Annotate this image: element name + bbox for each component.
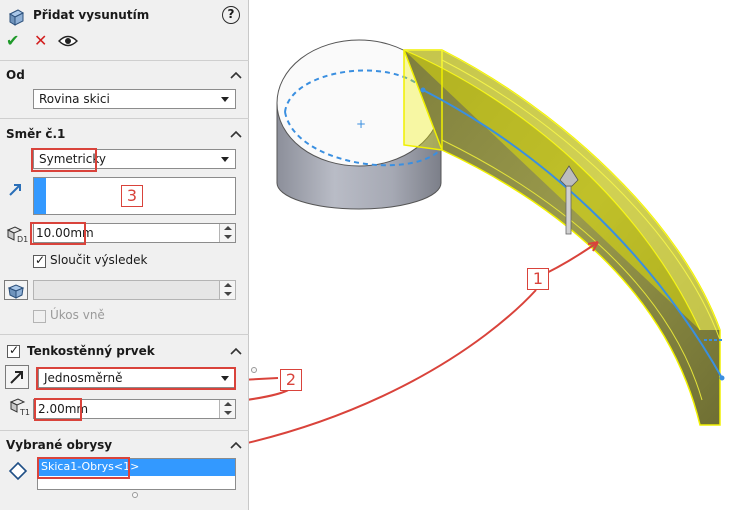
svg-text:T1: T1 [19,408,30,417]
chevron-down-icon [221,97,229,102]
extrude-boss-icon [8,9,25,26]
thickness-input[interactable]: 2.00mm [33,399,236,419]
thickness-icon: T1 [9,398,30,417]
collapse-caret-icon[interactable] [230,130,242,138]
divider [0,118,249,119]
contour-selection-icon [8,461,28,481]
chevron-down-icon [221,157,229,162]
contour-endpoint [719,375,725,381]
thickness-drag-handle[interactable] [559,165,579,235]
reverse-thin-direction-icon[interactable] [5,365,29,389]
panel-header: Přidat vysunutím ? ✔ ✕ [0,0,249,58]
help-button[interactable]: ? [222,6,240,24]
callout-depth [30,222,86,245]
origin-marker: + [356,117,366,131]
resize-grip[interactable] [132,492,138,498]
start-condition-value: Rovina skici [39,92,110,106]
contour-item-label: Skica1-Obrys<1> [41,460,140,473]
section-contours-title: Vybrané obrysy [6,438,113,452]
depth-icon: D1 [6,226,28,244]
thickness-value: 2.00mm [38,402,89,416]
thin-extrude-preview[interactable] [402,49,721,426]
callout-end-condition [31,148,97,172]
thin-feature-checkbox[interactable]: ✓ [7,343,20,358]
divider [0,430,249,431]
draft-outward-checkbox [33,310,46,323]
end-condition-value: Symetricky [39,152,106,166]
divider [0,60,249,61]
divider [0,334,249,335]
callout-badge-2: 2 [280,369,302,391]
chevron-down-icon [221,376,229,381]
draft-outward-label: Úkos vně [50,308,105,322]
page-title: Přidat vysunutím [33,8,150,22]
draft-icon[interactable] [4,280,28,300]
selected-contours-list[interactable]: Skica1-Obrys<1> [37,458,236,490]
callout-contour [37,457,130,479]
ok-button[interactable]: ✔ [6,31,20,50]
depth-value: 10.00mm [36,226,94,240]
collapse-caret-icon[interactable] [230,71,242,79]
section-direction1-title: Směr č.1 [6,127,66,141]
end-condition-dropdown[interactable]: Symetricky [33,149,236,169]
callout-thickness [34,398,82,421]
selected-contour-curve [422,89,723,379]
list-item[interactable]: Skica1-Obrys<1> [38,459,235,476]
list-selection-marker [34,178,46,214]
callout-badge-3: 3 [121,185,143,207]
depth-stepper[interactable] [219,224,235,242]
sketch-arc-dashed [284,69,426,113]
draft-angle-input [33,280,236,300]
section-from-title: Od [6,68,25,82]
start-condition-dropdown[interactable]: Rovina skici [33,89,236,109]
draft-angle-stepper [219,281,235,299]
depth-input[interactable]: 10.00mm [33,223,236,243]
thin-type-value: Jednosměrně [44,371,123,385]
preview-eye-icon[interactable] [58,35,78,47]
cylinder-body [276,39,442,210]
collapse-caret-icon[interactable] [230,347,242,355]
sketch-arc-dashed-lower [284,111,441,167]
reverse-direction-icon[interactable] [7,182,23,198]
panel-splitter-grip[interactable] [251,367,257,373]
svg-text:D1: D1 [17,235,28,244]
thickness-stepper[interactable] [219,400,235,418]
callout-badge-1: 1 [527,268,549,290]
merge-result-checkbox[interactable]: ✓ [33,253,46,268]
property-manager-panel: Přidat vysunutím ? ✔ ✕ Od Rovina skici S… [0,0,249,510]
collapse-caret-icon[interactable] [230,441,242,449]
merge-result-label: Sloučit výsledek [50,253,148,267]
section-thin-title: Tenkostěnný prvek [27,344,155,358]
cancel-button[interactable]: ✕ [34,31,48,50]
contour-endpoint [420,87,426,93]
callout-thin-type [36,367,236,390]
